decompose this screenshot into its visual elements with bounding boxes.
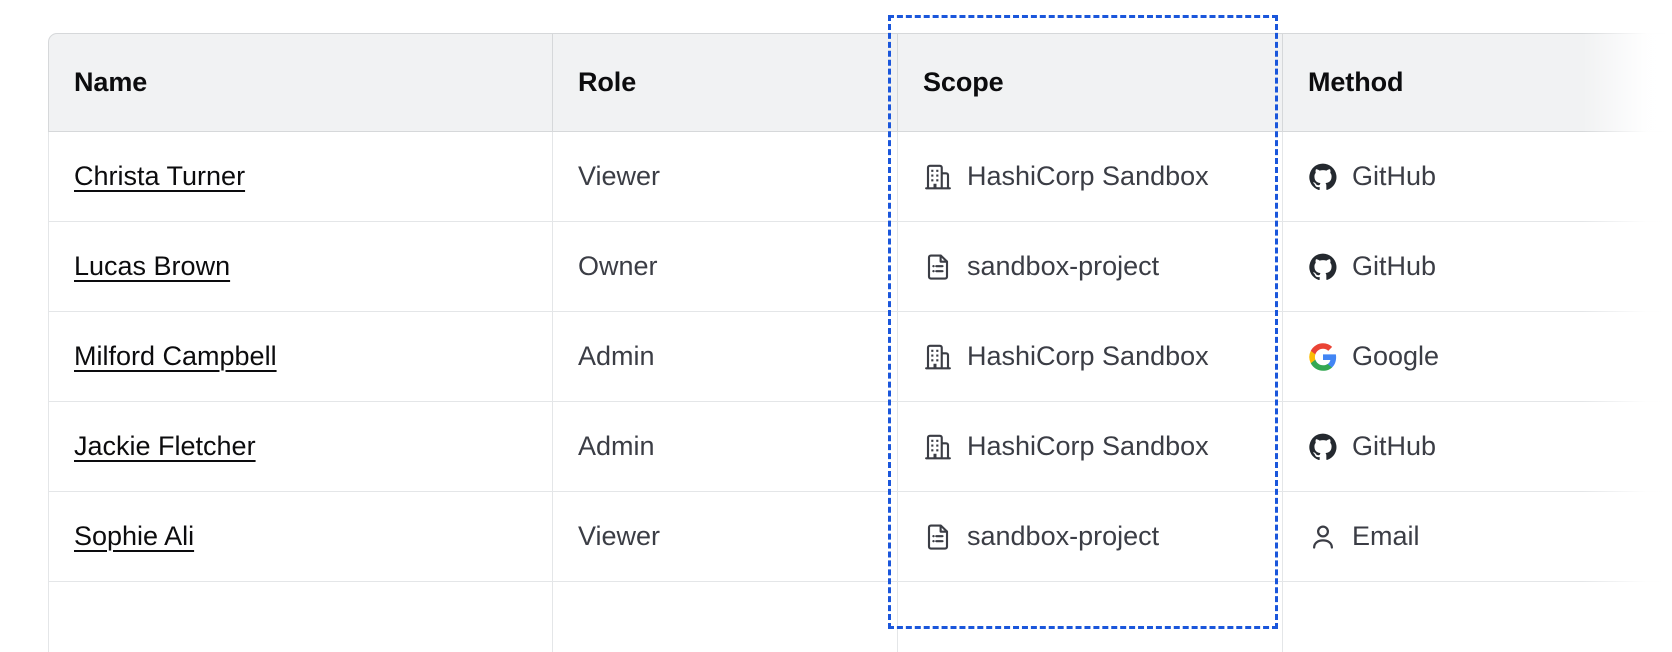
cell-method: GitHub xyxy=(1283,132,1672,222)
column-header-role[interactable]: Role xyxy=(553,33,898,132)
cell-method: GitHub xyxy=(1283,402,1672,492)
cell-name xyxy=(48,582,553,652)
cell-role: Viewer xyxy=(553,492,898,582)
user-icon xyxy=(1308,522,1338,552)
github-icon xyxy=(1308,432,1338,462)
method-value: Google xyxy=(1308,341,1672,372)
column-header-name[interactable]: Name xyxy=(48,33,553,132)
cell-method: Google xyxy=(1283,312,1672,402)
cell-name: Christa Turner xyxy=(48,132,553,222)
cell-scope: HashiCorp Sandbox xyxy=(898,312,1283,402)
method-value: GitHub xyxy=(1308,251,1672,282)
table-row[interactable]: Lucas Brown Owner sandbox-project GitHub xyxy=(48,222,1672,312)
table-row[interactable]: Sophie Ali Viewer sandbox-project Email xyxy=(48,492,1672,582)
table-row[interactable]: Christa Turner Viewer HashiCorp Sandbox Git… xyxy=(48,132,1672,222)
method-value: GitHub xyxy=(1308,431,1672,462)
table-row[interactable] xyxy=(48,582,1672,652)
table-header: Name Role Scope Method xyxy=(48,33,1672,132)
table-row[interactable]: Jackie Fletcher Admin HashiCorp Sandbox Git… xyxy=(48,402,1672,492)
column-header-scope[interactable]: Scope xyxy=(898,33,1283,132)
cell-name: Milford Campbell xyxy=(48,312,553,402)
project-icon xyxy=(923,522,953,552)
organization-icon xyxy=(923,162,953,192)
scope-label: HashiCorp Sandbox xyxy=(967,341,1209,371)
project-icon xyxy=(923,252,953,282)
user-name-link[interactable]: Milford Campbell xyxy=(74,341,277,371)
scope-value: sandbox-project xyxy=(923,251,1282,282)
organization-icon xyxy=(923,342,953,372)
user-name-link[interactable]: Jackie Fletcher xyxy=(74,431,256,461)
cell-method: Email xyxy=(1283,492,1672,582)
cell-method xyxy=(1283,582,1672,652)
scope-label: HashiCorp Sandbox xyxy=(967,431,1209,461)
method-label: Email xyxy=(1352,521,1420,551)
scope-value: HashiCorp Sandbox xyxy=(923,161,1282,192)
cell-name: Jackie Fletcher xyxy=(48,402,553,492)
user-name-link[interactable]: Christa Turner xyxy=(74,161,246,191)
cell-scope: sandbox-project xyxy=(898,492,1283,582)
cell-name: Lucas Brown xyxy=(48,222,553,312)
cell-scope: HashiCorp Sandbox xyxy=(898,132,1283,222)
user-name-link[interactable]: Sophie Ali xyxy=(74,521,195,551)
scope-value: sandbox-project xyxy=(923,521,1282,552)
google-icon xyxy=(1308,342,1338,372)
method-label: Google xyxy=(1352,341,1440,371)
table-header-row: Name Role Scope Method xyxy=(48,33,1672,132)
github-icon xyxy=(1308,252,1338,282)
cell-role: Admin xyxy=(553,312,898,402)
method-label: GitHub xyxy=(1352,251,1437,281)
scope-label: HashiCorp Sandbox xyxy=(967,161,1209,191)
scope-label: sandbox-project xyxy=(967,251,1160,281)
cell-name: Sophie Ali xyxy=(48,492,553,582)
cell-role xyxy=(553,582,898,652)
method-label: GitHub xyxy=(1352,431,1437,461)
method-value: GitHub xyxy=(1308,161,1672,192)
column-header-method[interactable]: Method xyxy=(1283,33,1672,132)
scope-label: sandbox-project xyxy=(967,521,1160,551)
cell-role: Admin xyxy=(553,402,898,492)
organization-icon xyxy=(923,432,953,462)
cell-scope: HashiCorp Sandbox xyxy=(898,402,1283,492)
cell-method: GitHub xyxy=(1283,222,1672,312)
user-name-link[interactable]: Lucas Brown xyxy=(74,251,231,281)
method-value: Email xyxy=(1308,521,1672,552)
github-icon xyxy=(1308,162,1338,192)
cell-role: Viewer xyxy=(553,132,898,222)
scope-value: HashiCorp Sandbox xyxy=(923,341,1282,372)
cell-role: Owner xyxy=(553,222,898,312)
method-label: GitHub xyxy=(1352,161,1437,191)
scope-value: HashiCorp Sandbox xyxy=(923,431,1282,462)
cell-scope xyxy=(898,582,1283,652)
table-row[interactable]: Milford Campbell Admin HashiCorp Sandbox Go… xyxy=(48,312,1672,402)
cell-scope: sandbox-project xyxy=(898,222,1283,312)
